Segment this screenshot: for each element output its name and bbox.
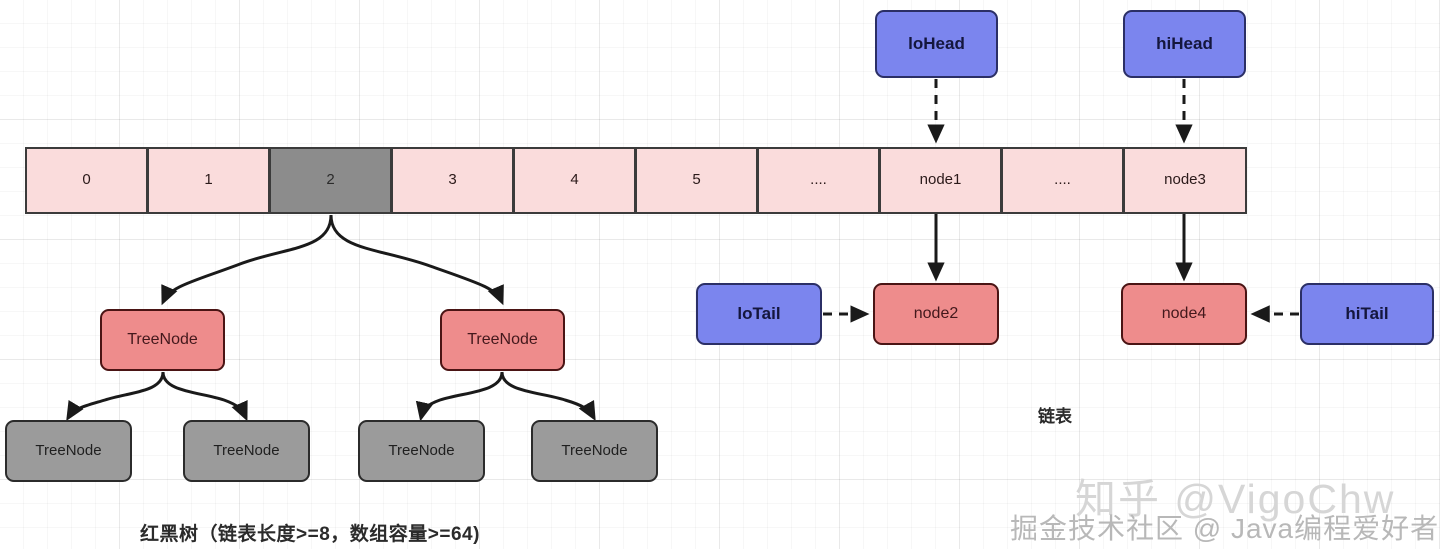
array-cell-3[interactable]: 3 (391, 147, 514, 214)
array-cell-8[interactable]: .... (1001, 147, 1124, 214)
caption-linked-list: 链表 (1038, 407, 1072, 426)
tree-leaf-3[interactable]: TreeNode (358, 420, 485, 482)
edge-treenode-right-to-leaf3 (415, 371, 504, 422)
pointer-hitail[interactable]: hiTail (1300, 283, 1434, 345)
tree-node-left[interactable]: TreeNode (100, 309, 225, 371)
pointer-hihead[interactable]: hiHead (1123, 10, 1246, 78)
array-cell-2[interactable]: 2 (269, 147, 392, 214)
tree-node-right[interactable]: TreeNode (440, 309, 565, 371)
array-cell-0[interactable]: 0 (25, 147, 148, 214)
edge-treenode-left-to-leaf2 (161, 371, 248, 422)
caption-red-black-tree: 红黑树（链表长度>=8，数组容量>=64) (140, 524, 480, 545)
array-cell-1[interactable]: 1 (147, 147, 270, 214)
tree-leaf-4[interactable]: TreeNode (531, 420, 658, 482)
tree-leaf-2[interactable]: TreeNode (183, 420, 310, 482)
edge-treenode-right-to-leaf4 (500, 371, 596, 422)
pointer-lotail[interactable]: loTail (696, 283, 822, 345)
array-cell-5[interactable]: 5 (635, 147, 758, 214)
watermark-zhihu: 知乎 @VigoChw (1075, 476, 1396, 522)
tree-leaf-1[interactable]: TreeNode (5, 420, 132, 482)
list-node-node4[interactable]: node4 (1121, 283, 1247, 345)
list-node-node2[interactable]: node2 (873, 283, 999, 345)
edge-treenode-left-to-leaf1 (66, 371, 165, 421)
edge-bucket2-to-treenode-left (161, 214, 333, 306)
array-cell-node3[interactable]: node3 (1123, 147, 1247, 214)
array-cell-4[interactable]: 4 (513, 147, 636, 214)
array-cell-6[interactable]: .... (757, 147, 880, 214)
edge-bucket2-to-treenode-right (329, 214, 504, 306)
array-cell-node1[interactable]: node1 (879, 147, 1002, 214)
pointer-lohead[interactable]: loHead (875, 10, 998, 78)
watermark-juejin: 掘金技术社区 @ Java编程爱好者 (1010, 513, 1440, 544)
